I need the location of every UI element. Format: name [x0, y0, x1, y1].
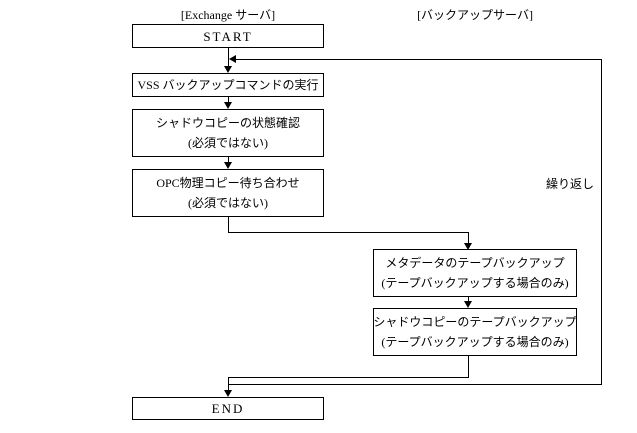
arrow-into-end-icon [224, 390, 232, 397]
connector-end-drop-line [228, 377, 229, 391]
node-shadow-copy-tape-backup-label: シャドウコピーのテープバックアップ [373, 315, 577, 330]
arrow-loop-return-icon [229, 55, 236, 63]
connector-to-end-horizontal-line [228, 377, 469, 378]
node-end: END [132, 397, 324, 420]
node-vss-backup-command: VSS バックアップコマンドの実行 [132, 73, 324, 97]
node-opc-physical-copy-wait: OPC物理コピー待ち合わせ (必須ではない) [132, 169, 324, 217]
node-start-label: START [203, 28, 253, 44]
node-metadata-tape-backup: メタデータのテープバックアップ (テープバックアップする場合のみ) [373, 249, 577, 297]
node-shadow-copy-status-check-label: シャドウコピーの状態確認 [155, 116, 300, 131]
connector-loop-bottom-line [228, 384, 602, 385]
node-vss-backup-command-label: VSS バックアップコマンドの実行 [137, 78, 319, 92]
connector-metadata-drop-line [468, 232, 469, 244]
arrow-into-shadow-tape-icon [464, 301, 472, 308]
arrow-into-shadow-check-icon [224, 102, 232, 109]
node-opc-physical-copy-wait-label: OPC物理コピー待ち合わせ [156, 176, 300, 191]
node-metadata-tape-backup-label: メタデータのテープバックアップ [385, 256, 565, 271]
node-metadata-tape-backup-note: (テープバックアップする場合のみ) [381, 275, 569, 290]
connector-opc-down-line [228, 217, 229, 233]
node-opc-physical-copy-wait-note: (必須ではない) [188, 195, 268, 210]
connector-loop-top-line [236, 59, 602, 60]
connector-vss-to-shadow-check-line [228, 97, 229, 103]
arrow-into-opc-icon [224, 162, 232, 169]
node-end-label: END [211, 401, 245, 416]
connector-metadata-to-shadow-tape-line [468, 297, 469, 302]
node-shadow-copy-tape-backup-note: (テープバックアップする場合のみ) [381, 334, 569, 349]
connector-start-to-vss-line [228, 47, 229, 67]
node-shadow-copy-status-check: シャドウコピーの状態確認 (必須ではない) [132, 109, 324, 157]
arrow-into-metadata-icon [464, 243, 472, 250]
node-shadow-copy-status-check-note: (必須ではない) [188, 135, 268, 150]
connector-shadow-check-to-opc-line [228, 157, 229, 163]
column-header-backup-server: [バックアップサーバ] [417, 8, 533, 22]
connector-loop-right-line [601, 59, 602, 385]
node-shadow-copy-tape-backup: シャドウコピーのテープバックアップ (テープバックアップする場合のみ) [373, 308, 577, 356]
node-start: START [132, 24, 324, 48]
loop-repeat-label: 繰り返し [546, 177, 595, 191]
column-header-exchange-server: [Exchange サーバ] [180, 8, 276, 22]
arrow-into-vss-icon [224, 66, 232, 73]
connector-shadow-tape-down-line [468, 356, 469, 378]
connector-opc-to-metadata-horizontal-line [228, 232, 469, 233]
